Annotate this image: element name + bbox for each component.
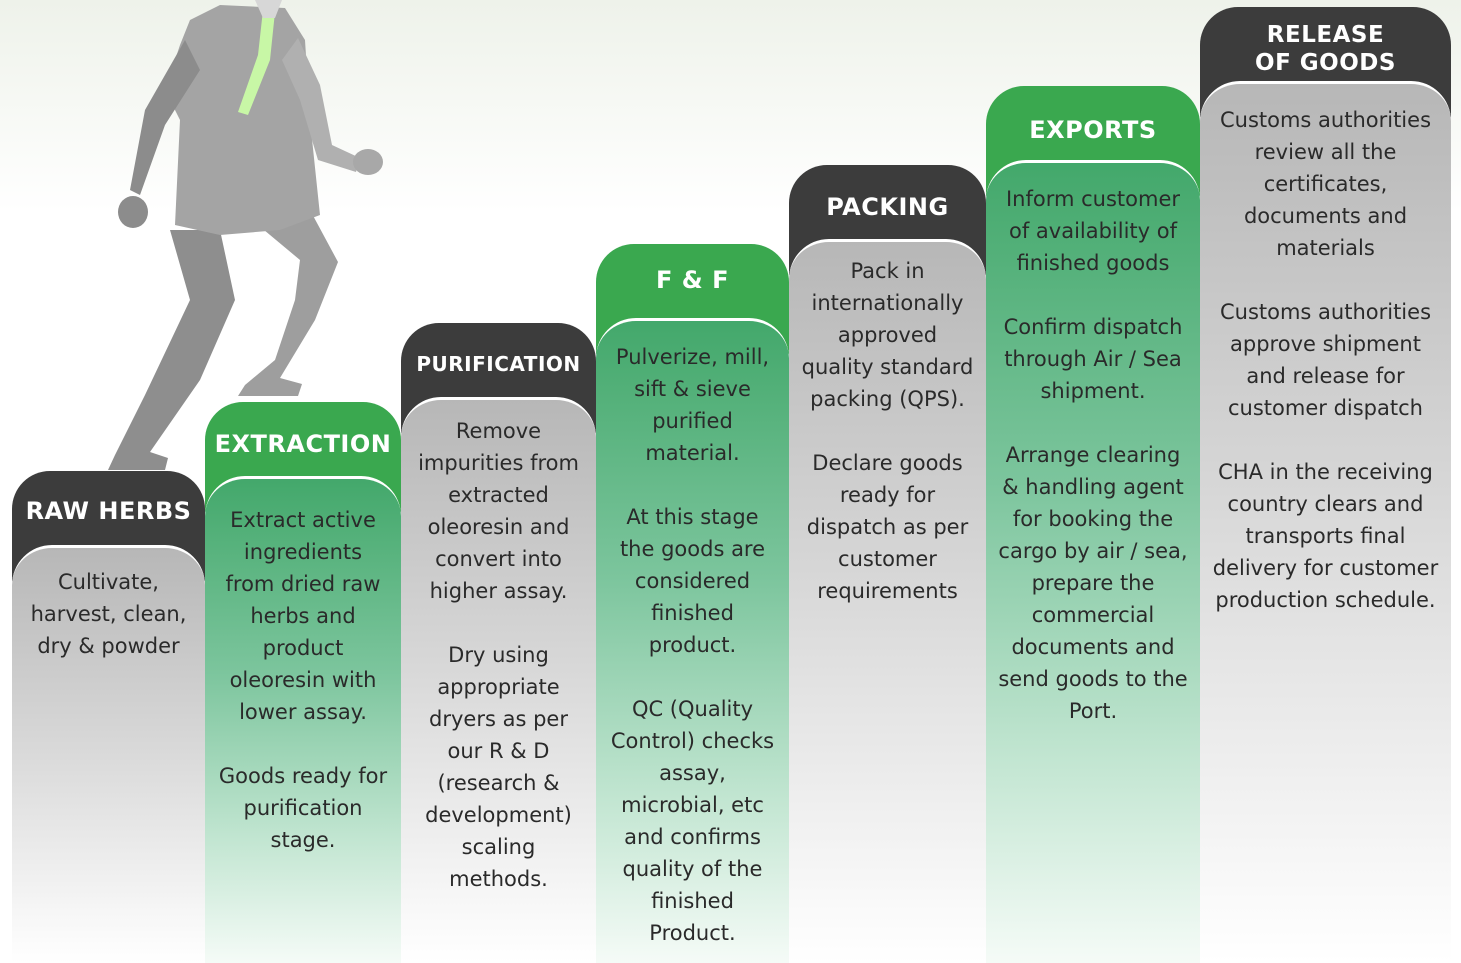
step-release-of-goods-body: Customs authorities review all the certi… [1200, 81, 1451, 963]
step-extraction-text-1: Extract active ingredients from dried ra… [225, 508, 381, 724]
step-release-of-goods-text-1: Customs authorities review all the certi… [1219, 108, 1432, 260]
step-raw-herbs-text-1: Cultivate, harvest, clean, dry & powder [30, 570, 187, 658]
step-purification-text-2: Dry using appropriate dryers as per our … [425, 643, 572, 891]
step-exports: EXPORTS Inform customer of availability … [986, 86, 1200, 963]
step-exports-text-3: Arrange clearing & handling agent for bo… [998, 443, 1188, 723]
step-release-of-goods: RELEASE OF GOODS Customs authorities rev… [1200, 7, 1451, 963]
step-packing-text-1: Pack in internationally approved quality… [801, 259, 974, 411]
step-raw-herbs: RAW HERBS Cultivate, harvest, clean, dry… [12, 471, 205, 963]
step-release-of-goods-text-2: Customs authorities approve shipment and… [1219, 300, 1432, 420]
step-exports-body: Inform customer of availability of finis… [986, 160, 1200, 963]
step-f-and-f-text-2: At this stage the goods are considered f… [619, 505, 766, 657]
step-f-and-f: F & F Pulverize, mill, sift & sieve puri… [596, 244, 789, 963]
step-purification: PURIFICATION Remove impurities from extr… [401, 323, 596, 963]
step-f-and-f-body: Pulverize, mill, sift & sieve purified m… [596, 318, 789, 963]
step-exports-text-1: Inform customer of availability of finis… [1005, 187, 1181, 275]
step-purification-text-1: Remove impurities from extracted oleores… [418, 419, 579, 603]
step-extraction-body: Extract active ingredients from dried ra… [205, 476, 401, 963]
step-f-and-f-text-1: Pulverize, mill, sift & sieve purified m… [615, 345, 770, 465]
step-extraction-text-2: Goods ready for purification stage. [218, 764, 388, 852]
step-purification-body: Remove impurities from extracted oleores… [401, 397, 596, 963]
step-extraction: EXTRACTION Extract active ingredients fr… [205, 402, 401, 963]
step-f-and-f-text-3: QC (Quality Control) checks assay, micro… [610, 697, 775, 945]
step-packing-body: Pack in internationally approved quality… [789, 239, 986, 963]
step-exports-text-2: Confirm dispatch through Air / Sea shipm… [1003, 315, 1183, 403]
step-raw-herbs-body: Cultivate, harvest, clean, dry & powder [12, 545, 205, 963]
step-release-of-goods-text-3: CHA in the receiving country clears and … [1212, 460, 1439, 612]
step-packing: PACKING Pack in internationally approved… [789, 165, 986, 963]
walking-businessman-figure [108, 0, 383, 470]
step-packing-text-2: Declare goods ready for dispatch as per … [806, 451, 969, 603]
